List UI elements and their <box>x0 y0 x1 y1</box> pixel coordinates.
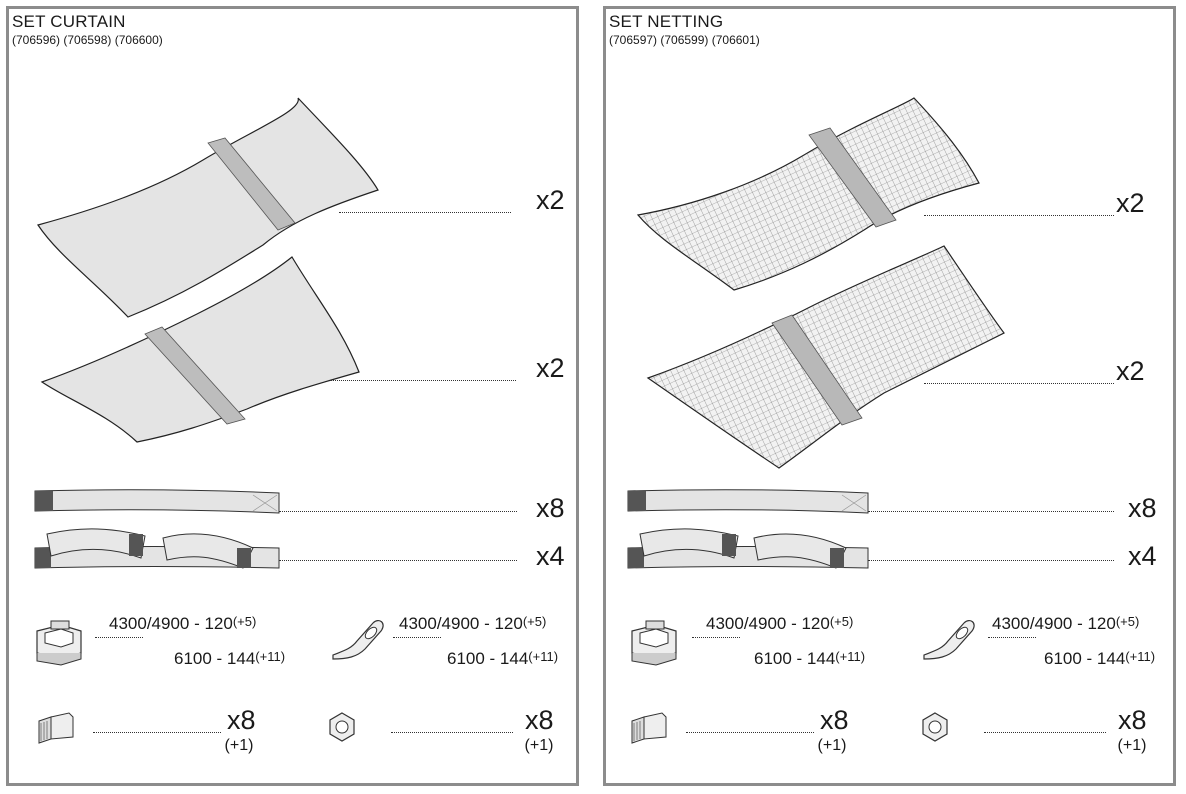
leader-line <box>988 637 1036 638</box>
bolt-spare: (+1) <box>224 737 254 754</box>
leader-line <box>339 212 511 213</box>
strap-quantity: x8 <box>1128 493 1157 523</box>
fabric-quantity: x2 <box>536 353 565 383</box>
hook-icon <box>332 619 384 660</box>
bolt-icon <box>631 712 667 744</box>
leader-line <box>393 637 441 638</box>
curtain-sheet-icon <box>37 97 379 318</box>
clip-length-standard: 4300/4900 - 120(+5) <box>109 614 257 633</box>
hook-length-long: 6100 - 144(+11) <box>1044 649 1156 668</box>
curtain-sheet-icon <box>40 256 360 443</box>
netting-sheet-icon <box>636 97 980 291</box>
strap-loop-icon <box>627 528 869 569</box>
nut-spare: (+1) <box>1117 737 1147 754</box>
clip-length-long: 6100 - 144(+11) <box>174 649 286 668</box>
strap-icon <box>34 489 280 514</box>
strap-loop-quantity: x4 <box>1128 541 1157 571</box>
hook-length-standard: 4300/4900 - 120(+5) <box>992 614 1140 633</box>
leader-line <box>686 732 814 733</box>
leader-line <box>279 511 517 512</box>
leader-line <box>868 511 1114 512</box>
strap-quantity: x8 <box>536 493 565 523</box>
leader-line <box>95 637 143 638</box>
set-netting-panel: SET NETTING (706597) (706599) (706601) x… <box>603 6 1176 786</box>
bolt-spare: (+1) <box>817 737 847 754</box>
leader-line <box>984 732 1106 733</box>
nut-icon <box>922 712 948 742</box>
fabric-quantity: x2 <box>1116 356 1145 386</box>
leader-line <box>692 637 740 638</box>
nut-icon <box>329 712 355 742</box>
clip-length-standard: 4300/4900 - 120(+5) <box>706 614 854 633</box>
clip-icon <box>36 620 82 666</box>
part-codes: (706597) (706599) (706601) <box>609 33 760 47</box>
hook-icon <box>923 619 975 660</box>
hook-length-long: 6100 - 144(+11) <box>447 649 559 668</box>
bolt-quantity: x8 <box>820 705 849 735</box>
set-curtain-panel: SET CURTAIN (706596) (706598) (706600) x… <box>6 6 579 786</box>
panel-title: SET NETTING <box>609 12 724 31</box>
clip-length-long: 6100 - 144(+11) <box>754 649 866 668</box>
leader-line <box>331 380 516 381</box>
bolt-icon <box>38 712 74 744</box>
leader-line <box>868 560 1114 561</box>
leader-line <box>391 732 513 733</box>
nut-spare: (+1) <box>524 737 554 754</box>
nut-quantity: x8 <box>1118 705 1147 735</box>
strap-icon <box>627 489 869 514</box>
fabric-quantity: x2 <box>1116 188 1145 218</box>
leader-line <box>279 560 517 561</box>
clip-icon <box>631 620 677 666</box>
netting-sheet-icon <box>646 245 1005 469</box>
nut-quantity: x8 <box>525 705 554 735</box>
fabric-quantity: x2 <box>536 185 565 215</box>
leader-line <box>93 732 221 733</box>
strap-loop-icon <box>34 528 280 569</box>
leader-line <box>924 215 1114 216</box>
part-codes: (706596) (706598) (706600) <box>12 33 163 47</box>
leader-line <box>924 383 1114 384</box>
panel-title: SET CURTAIN <box>12 12 126 31</box>
hook-length-standard: 4300/4900 - 120(+5) <box>399 614 547 633</box>
bolt-quantity: x8 <box>227 705 256 735</box>
strap-loop-quantity: x4 <box>536 541 565 571</box>
